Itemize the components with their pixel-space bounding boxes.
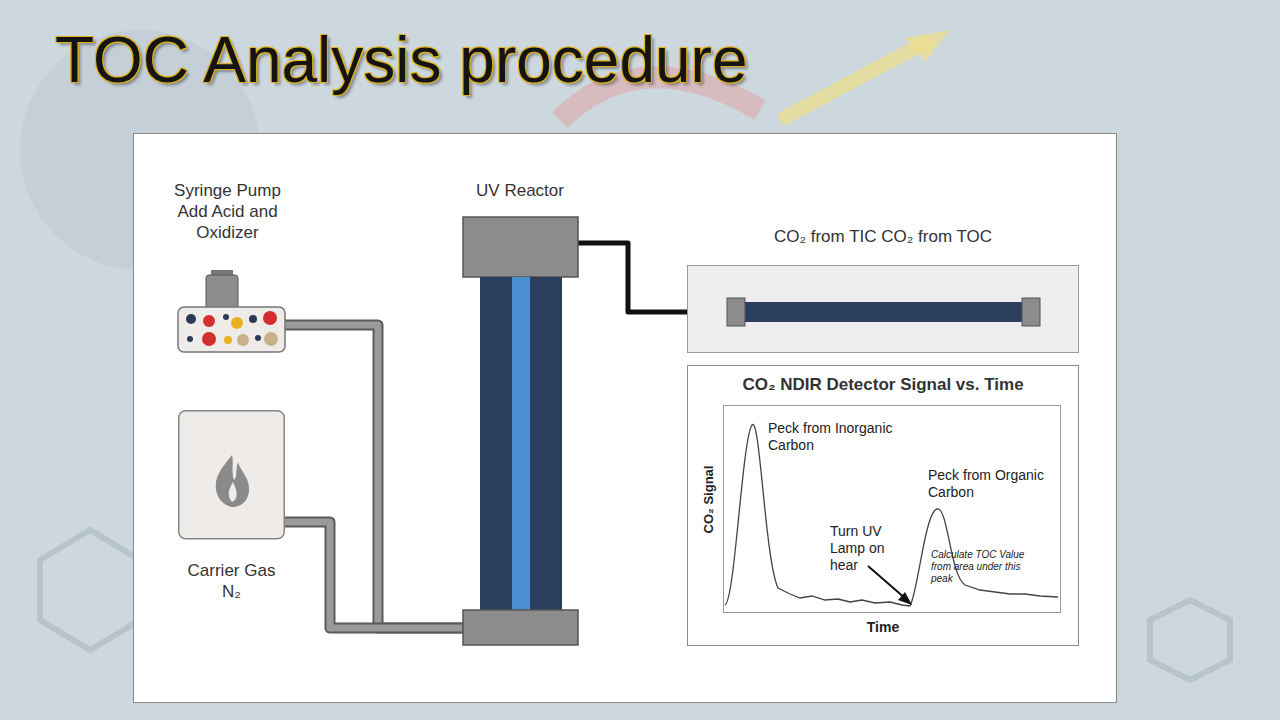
gas-pipe xyxy=(285,325,463,628)
uv-reactor-shape xyxy=(455,178,585,648)
syringe-pump: Syringe Pump Add Acid and Oxidizer xyxy=(165,178,290,358)
area-note: Calculate TOC Value from area under this… xyxy=(931,549,1027,585)
signal-chart-panel-shape xyxy=(687,365,1079,646)
peak-annotation: Peck from Organic Carbon xyxy=(928,467,1058,501)
slide-title: TOC Analysis procedure xyxy=(55,22,747,98)
connector-line xyxy=(578,243,687,312)
gas-cylinder: Carrier Gas N₂ xyxy=(178,410,285,620)
lamp-annotation: Turn UV Lamp on hear xyxy=(830,523,905,574)
connector-line xyxy=(285,325,463,628)
peak-annotation: Peck from Inorganic Carbon xyxy=(768,420,898,454)
gas-pipe xyxy=(285,522,463,628)
chart-title: CO₂ NDIR Detector Signal vs. Time xyxy=(687,374,1079,395)
signal-chart-panel: CO₂ NDIR Detector Signal vs. Time xyxy=(687,365,1079,646)
pump-label: Syringe Pump Add Acid and Oxidizer xyxy=(165,180,290,243)
axis-title: Time xyxy=(833,619,933,636)
connector-line xyxy=(285,325,463,628)
signal-wire xyxy=(578,243,687,312)
connector-line xyxy=(285,522,463,628)
gas-label: Carrier Gas N₂ xyxy=(178,560,285,602)
reactor-label: UV Reactor xyxy=(455,180,585,201)
detector-label: CO₂ from TIC CO₂ from TOC xyxy=(687,226,1079,247)
ndir-detector: CO₂ from TIC CO₂ from TOC xyxy=(687,222,1079,353)
connector-line xyxy=(285,522,463,628)
uv-reactor: UV Reactor xyxy=(455,178,585,648)
axis-title: CO₂ Signal xyxy=(700,440,717,560)
